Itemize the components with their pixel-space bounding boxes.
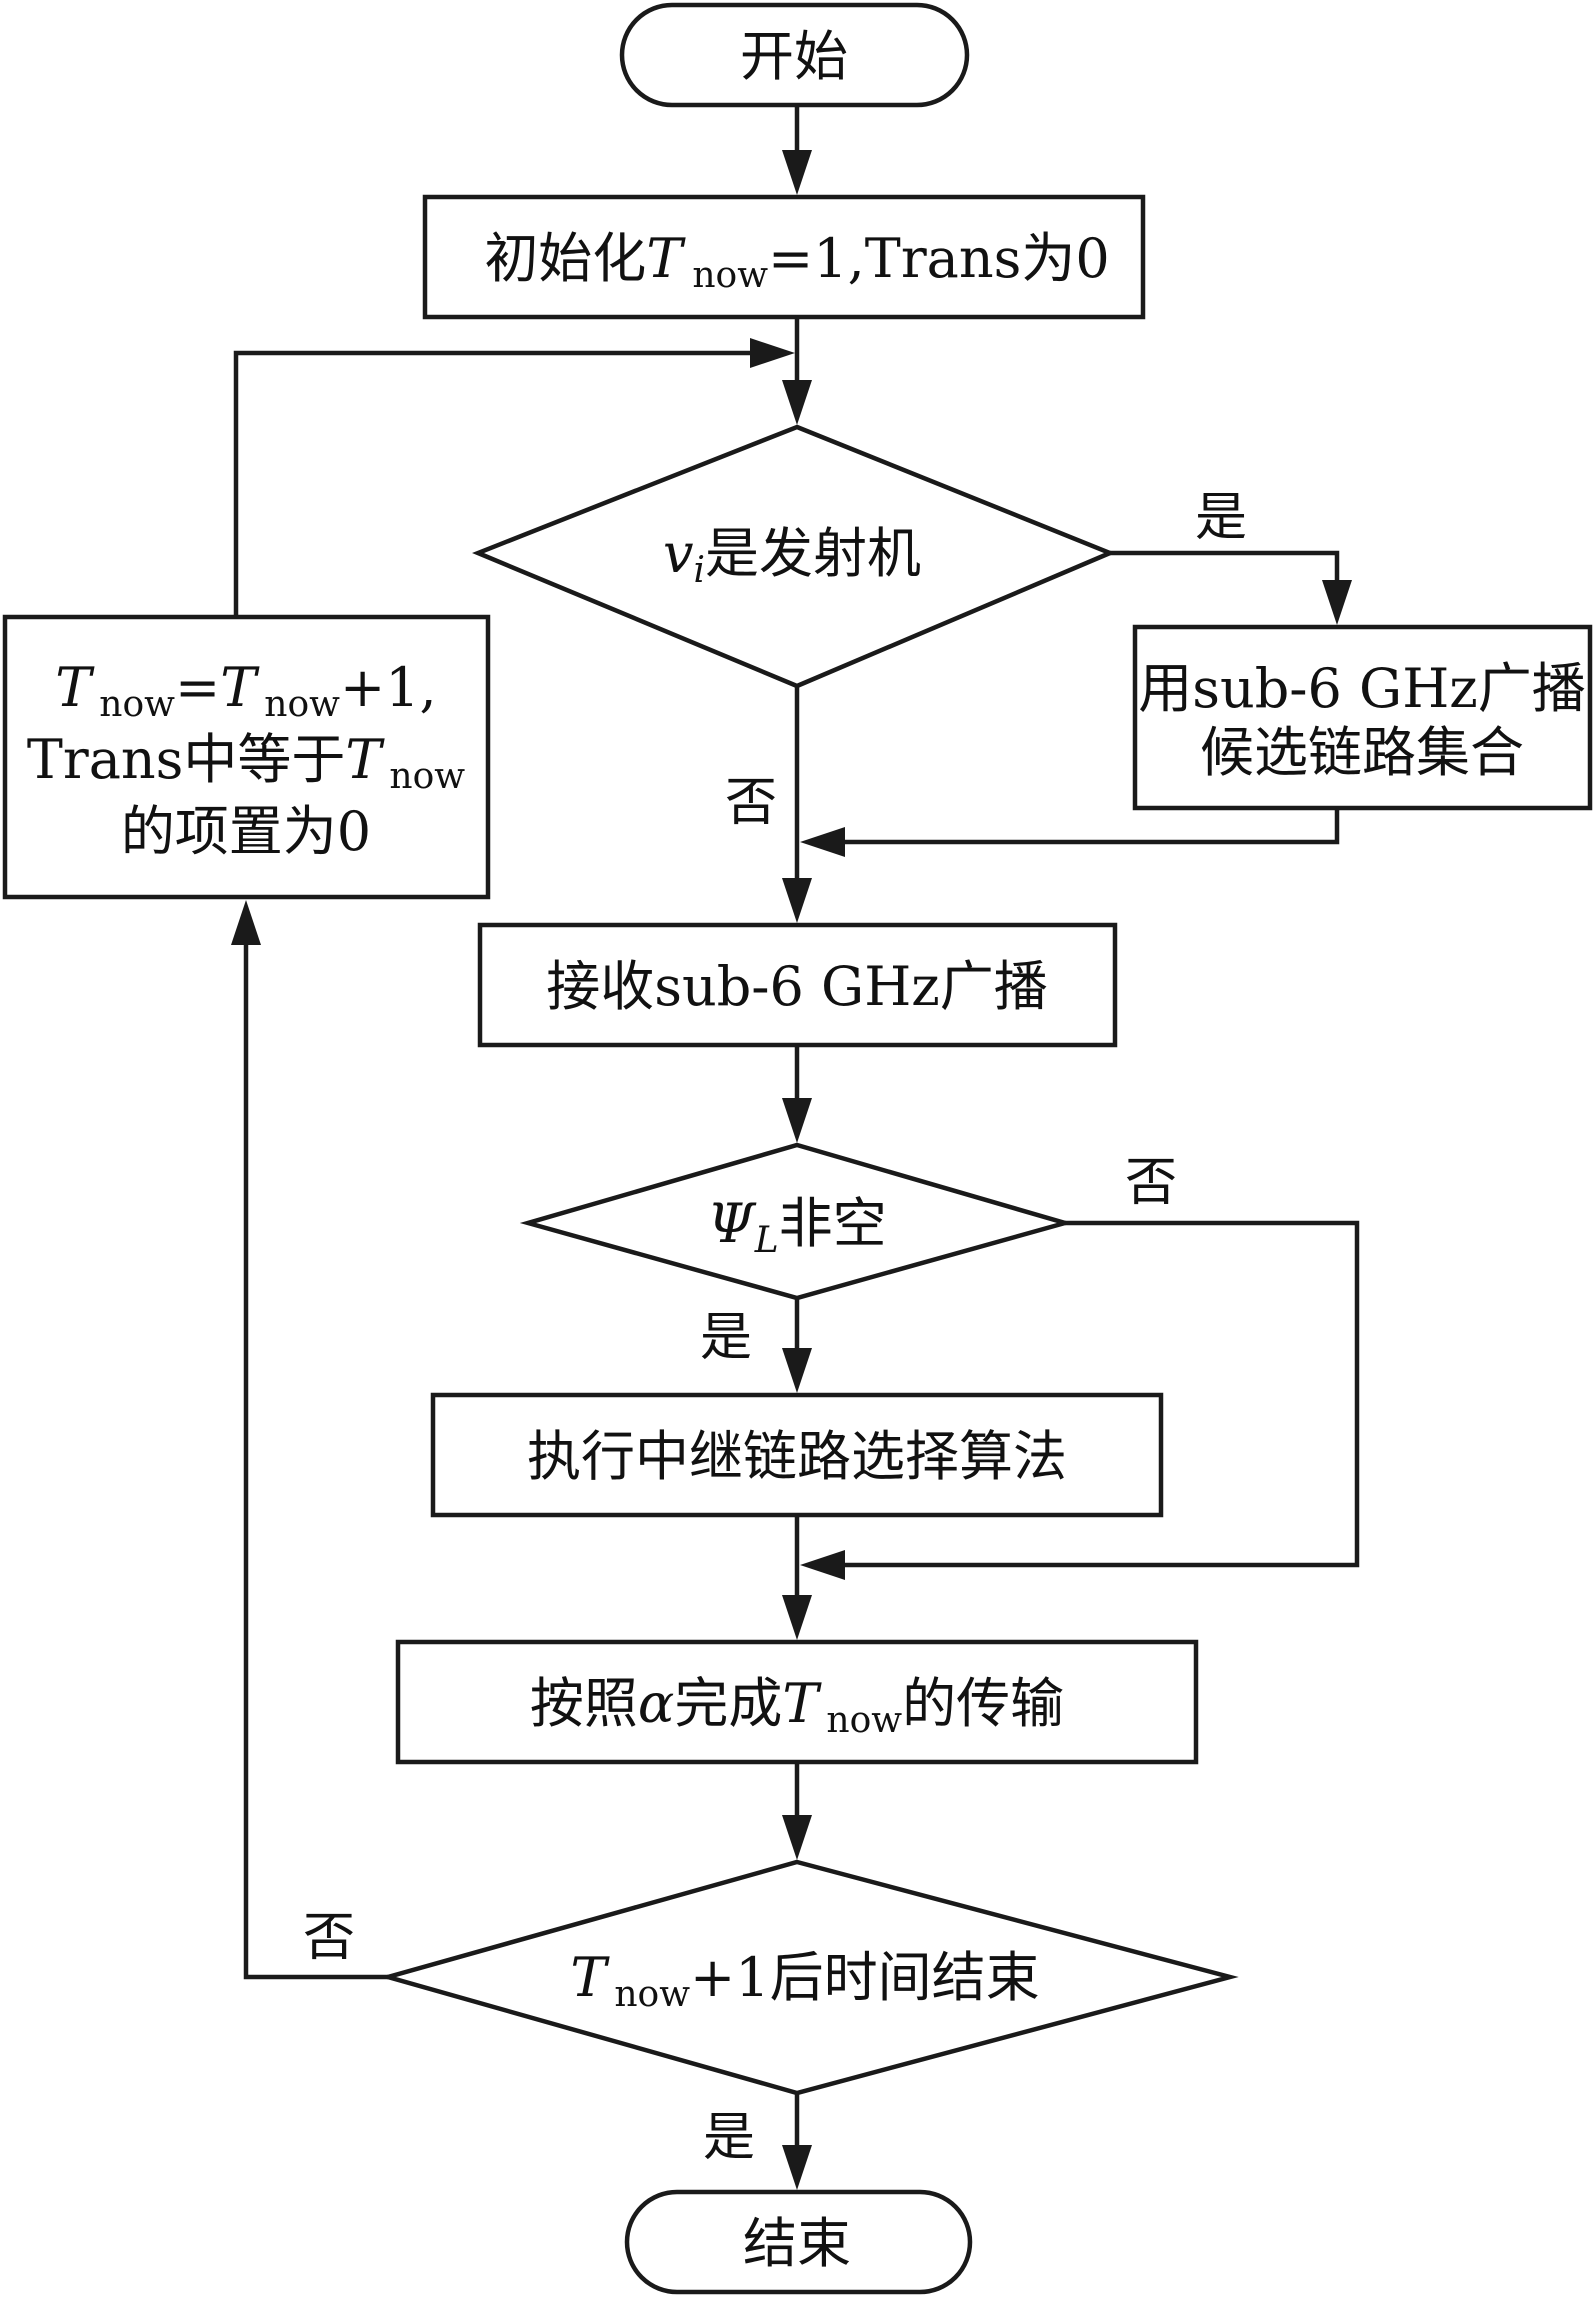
node-is-transmitter: vi是发射机 bbox=[472, 424, 1116, 689]
arrowhead-icon bbox=[782, 2145, 812, 2190]
node-receive-label: 接收sub-6 GHz广播 bbox=[546, 955, 1048, 1018]
edge-update-loop-back bbox=[233, 350, 770, 617]
node-relay-select: 执行中继链路选择算法 bbox=[430, 1392, 1164, 1518]
node-broadcast: 用sub-6 GHz广播 候选链路集合 bbox=[1132, 624, 1593, 811]
arrowhead-icon bbox=[231, 900, 261, 945]
edge-label-psi-yes: 是 bbox=[700, 1308, 752, 1368]
arrowhead-icon bbox=[750, 338, 795, 368]
arrowhead-icon bbox=[1322, 580, 1352, 625]
edges bbox=[231, 105, 1360, 2190]
arrowhead-icon bbox=[782, 878, 812, 923]
arrowhead-icon bbox=[800, 827, 845, 857]
node-relay-select-label: 执行中继链路选择算法 bbox=[527, 1425, 1067, 1488]
arrowhead-icon bbox=[782, 1098, 812, 1143]
edge-time-no bbox=[243, 920, 388, 1980]
arrowhead-icon bbox=[800, 1550, 845, 1580]
arrowhead-icon bbox=[782, 380, 812, 425]
edge-label-transmitter-yes: 是 bbox=[1195, 488, 1247, 548]
arrowhead-icon bbox=[782, 1595, 812, 1640]
arrowhead-icon bbox=[782, 1348, 812, 1393]
edge-transmitter-yes bbox=[1110, 550, 1340, 605]
node-end: 结束 bbox=[624, 2189, 973, 2295]
edge-label-time-yes: 是 bbox=[703, 2108, 755, 2168]
node-receive: 接收sub-6 GHz广播 bbox=[477, 922, 1118, 1048]
edge-label-transmitter-no: 否 bbox=[725, 773, 777, 833]
node-start: 开始 bbox=[619, 2, 970, 108]
edge-label-psi-no: 否 bbox=[1125, 1153, 1177, 1213]
node-end-label: 结束 bbox=[743, 2212, 851, 2275]
node-broadcast-line1: 用sub-6 GHz广播 bbox=[1138, 657, 1586, 720]
arrowhead-icon bbox=[782, 150, 812, 195]
arrowhead-icon bbox=[782, 1815, 812, 1860]
node-psi-nonempty-label: ΨL非空 bbox=[707, 1192, 886, 1261]
node-is-transmitter-label: vi是发射机 bbox=[663, 522, 921, 591]
node-psi-nonempty: ΨL非空 bbox=[519, 1142, 1074, 1301]
edge-label-time-no: 否 bbox=[303, 1908, 355, 1968]
node-start-label: 开始 bbox=[740, 25, 848, 88]
edge-psi-no bbox=[825, 1220, 1360, 1568]
edge-broadcast-merge bbox=[825, 808, 1340, 845]
node-update-line3: 的项置为0 bbox=[121, 800, 371, 863]
node-broadcast-line2: 候选链路集合 bbox=[1200, 721, 1524, 784]
